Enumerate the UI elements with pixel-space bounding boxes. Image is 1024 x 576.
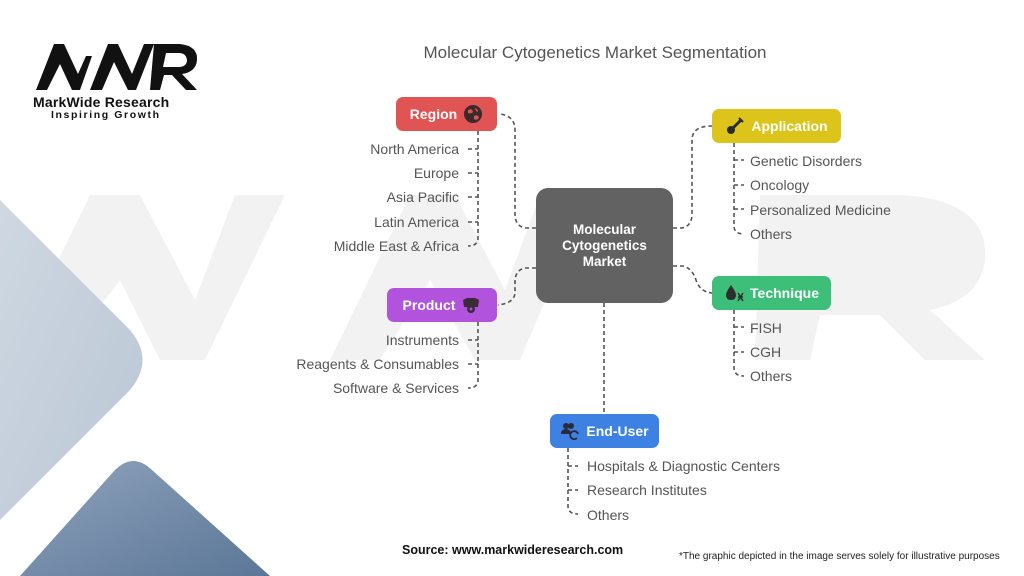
region-item: Asia Pacific bbox=[386, 189, 459, 205]
application-item: Oncology bbox=[750, 177, 810, 193]
center-node-label: Molecular Cytogenetics Market bbox=[562, 221, 647, 269]
category-application[interactable]: Application bbox=[712, 109, 841, 143]
application-item: Others bbox=[750, 226, 793, 242]
bg-shape-dark bbox=[20, 461, 270, 576]
spine-technique bbox=[733, 310, 745, 377]
category-label: Application bbox=[751, 118, 828, 134]
connector-product bbox=[497, 267, 536, 306]
end-user-item: Hospitals & Diagnostic Centers bbox=[587, 458, 780, 474]
technique-item: FISH bbox=[750, 320, 782, 336]
end-user-item: Research Institutes bbox=[587, 482, 707, 498]
region-item: North America bbox=[370, 141, 459, 157]
end-user-item: Others bbox=[587, 507, 630, 523]
technique-item: Others bbox=[750, 368, 793, 384]
product-item: Reagents & Consumables bbox=[296, 356, 459, 372]
brand-tagline: Inspiring Growth bbox=[51, 109, 161, 121]
connector-application bbox=[673, 125, 713, 229]
lab-kit-icon bbox=[463, 298, 480, 313]
center-node[interactable]: Molecular Cytogenetics Market bbox=[536, 188, 673, 303]
markwide-logo bbox=[36, 44, 198, 90]
spine-application bbox=[733, 143, 745, 235]
category-label: End-User bbox=[586, 423, 649, 439]
category-region[interactable]: Region bbox=[396, 97, 497, 131]
source-citation: Source: www.markwideresearch.com bbox=[402, 543, 624, 557]
category-technique[interactable]: Technique bbox=[712, 276, 831, 310]
dna-drop-icon bbox=[726, 285, 744, 302]
disclaimer-note: *The graphic depicted in the image serve… bbox=[679, 551, 1000, 562]
connector-technique bbox=[673, 265, 713, 294]
category-label: Technique bbox=[750, 285, 819, 301]
region-item: Europe bbox=[413, 165, 459, 181]
category-product[interactable]: Product bbox=[387, 288, 497, 322]
category-label: Region bbox=[409, 106, 458, 122]
spine-region bbox=[467, 131, 479, 247]
spine-end-user bbox=[567, 448, 579, 515]
region-item: Middle East & Africa bbox=[333, 238, 459, 254]
product-item: Instruments bbox=[385, 332, 459, 348]
brand-name: MarkWide Research bbox=[33, 94, 170, 110]
region-item: Latin America bbox=[374, 214, 459, 230]
bg-shape-light bbox=[0, 200, 143, 520]
diagram-title: Molecular Cytogenetics Market Segmentati… bbox=[423, 43, 767, 62]
users-cycle-icon bbox=[561, 423, 580, 441]
spine-product bbox=[467, 322, 479, 389]
category-label: Product bbox=[402, 297, 456, 313]
syringe-icon bbox=[727, 117, 745, 134]
connector-region bbox=[499, 113, 536, 229]
application-item: Genetic Disorders bbox=[750, 153, 863, 169]
product-item: Software & Services bbox=[332, 380, 459, 396]
application-item: Personalized Medicine bbox=[750, 202, 891, 218]
category-end-user[interactable]: End-User bbox=[550, 414, 659, 448]
technique-item: CGH bbox=[750, 344, 782, 360]
globe-icon bbox=[464, 105, 483, 123]
